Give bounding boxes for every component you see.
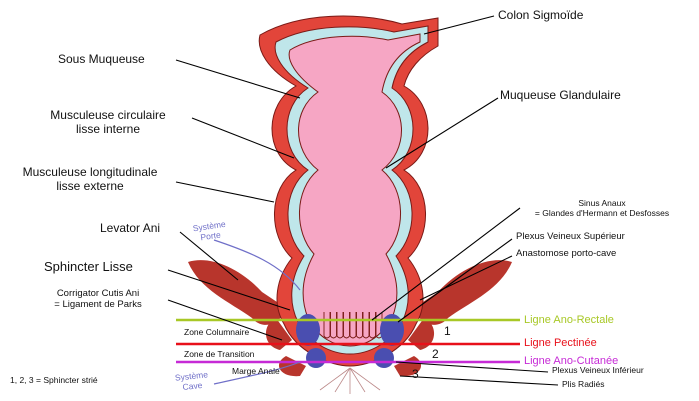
label-corrigator: Corrigator Cutis Ani= Ligament de Parks: [28, 289, 168, 311]
plis-radies: [320, 368, 380, 394]
plexus-veineux-inferieur-right: [374, 348, 394, 368]
label-num-1: 1: [444, 325, 451, 339]
label-sinus-anaux: Sinus Anaux= Glandes d'Hermann et Desfos…: [506, 199, 698, 219]
plexus-veineux-inferieur-left: [306, 348, 326, 368]
label-zone-columnaire: Zone Columnaire: [184, 328, 249, 338]
label-anastomose: Anastomose porto-cave: [516, 249, 616, 260]
label-zone-transition: Zone de Transition: [184, 350, 254, 360]
label-colon-sigmoide: Colon Sigmoïde: [498, 9, 583, 23]
label-num-3: 3: [412, 368, 419, 382]
label-sphincter-lisse: Sphincter Lisse: [44, 260, 133, 275]
label-plexus-superieur: Plexus Veineux Supérieur: [516, 232, 625, 243]
label-muqueuse-glandulaire: Muqueuse Glandulaire: [500, 89, 621, 103]
label-ligne-ano-rectale: Ligne Ano-Rectale: [524, 314, 614, 327]
label-marge-anale: Marge Anale: [232, 367, 280, 377]
label-levator-ani: Levator Ani: [100, 222, 160, 236]
label-plexus-inferieur: Plexus Veineux Inférieur: [552, 366, 644, 376]
label-sphincter-strie-note: 1, 2, 3 = Sphincter strié: [10, 376, 98, 386]
levator-ani-right: [414, 260, 512, 325]
label-num-2: 2: [432, 348, 439, 362]
label-sous-muqueuse: Sous Muqueuse: [58, 53, 145, 67]
label-plis-radies: Plis Radiés: [562, 380, 605, 390]
label-ligne-pectinee: Ligne Pectinée: [524, 337, 597, 350]
sphincter-strie-3-left: [279, 356, 306, 376]
